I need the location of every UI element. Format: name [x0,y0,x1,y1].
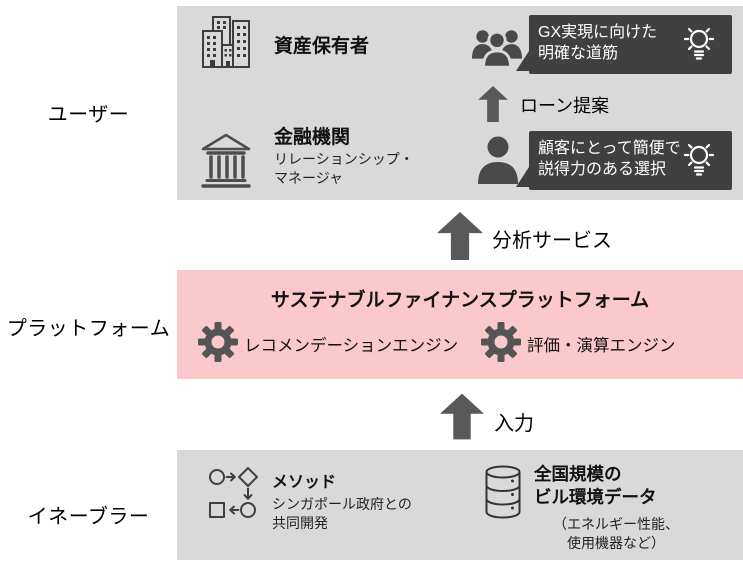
lightbulb-icon [682,25,716,70]
lightbulb-icon [682,141,716,186]
gear-icon [481,322,521,367]
analysis-arrow-up-icon [437,212,483,265]
row-label-enabler: イネーブラー [27,506,150,528]
gear-icon [198,322,238,367]
input-label: 入力 [494,413,534,435]
analysis-service-label: 分析サービス [492,230,612,252]
speech-bubble-asset-holder: GX実現に向けた 明確な道筋 [516,15,732,74]
bubble-tail [516,51,529,71]
relationship-manager-label: リレーションシップ・ マネージャ [274,151,414,186]
speech-bubble-customer: 顧客にとって簡便で 説得力のある選択 [516,131,732,190]
database-icon [483,464,523,525]
asset-holder-label: 資産保有者 [274,36,370,57]
person-icon [477,136,519,189]
bubble-text: GX実現に向けた 明確な道筋 [538,24,658,62]
platform-section: サステナブルファイナンスプラットフォーム レコメンデーションエンジン [177,270,743,379]
financial-institution-label: 金融機関 [274,127,351,148]
enabler-section: メソッド シンガポール政府との 共同開発 全国規模の ビル環境データ （エネルギ… [177,450,743,560]
recommendation-engine-label: レコメンデーションエンジン [244,337,459,355]
buildings-icon [200,14,252,77]
building-data-sublabel: （エネルギー性能、 使用機器など） [553,516,679,551]
row-label-users: ユーザー [47,104,130,126]
bubble-tail [516,167,529,187]
loan-proposal-label: ローン提案 [520,96,610,116]
evaluation-engine-label: 評価・演算エンジン [527,337,676,355]
bank-icon [200,132,252,195]
building-data-label: 全国規模の ビル環境データ [534,464,657,507]
bubble-text: 顧客にとって簡便で 説得力のある選択 [538,140,681,178]
input-arrow-up-icon [440,392,484,446]
people-group-icon [472,26,522,75]
method-label: メソッド [272,474,337,491]
method-flowchart-icon [207,465,263,530]
method-sublabel: シンガポール政府との 共同開発 [272,496,412,531]
platform-title: サステナブルファイナンスプラットフォーム [270,290,650,311]
loan-arrow-up-icon [478,86,508,127]
users-section: 資産保有者 GX実現に向けた 明確な道筋 [177,6,743,200]
row-label-platform: プラットフォーム [6,318,171,340]
